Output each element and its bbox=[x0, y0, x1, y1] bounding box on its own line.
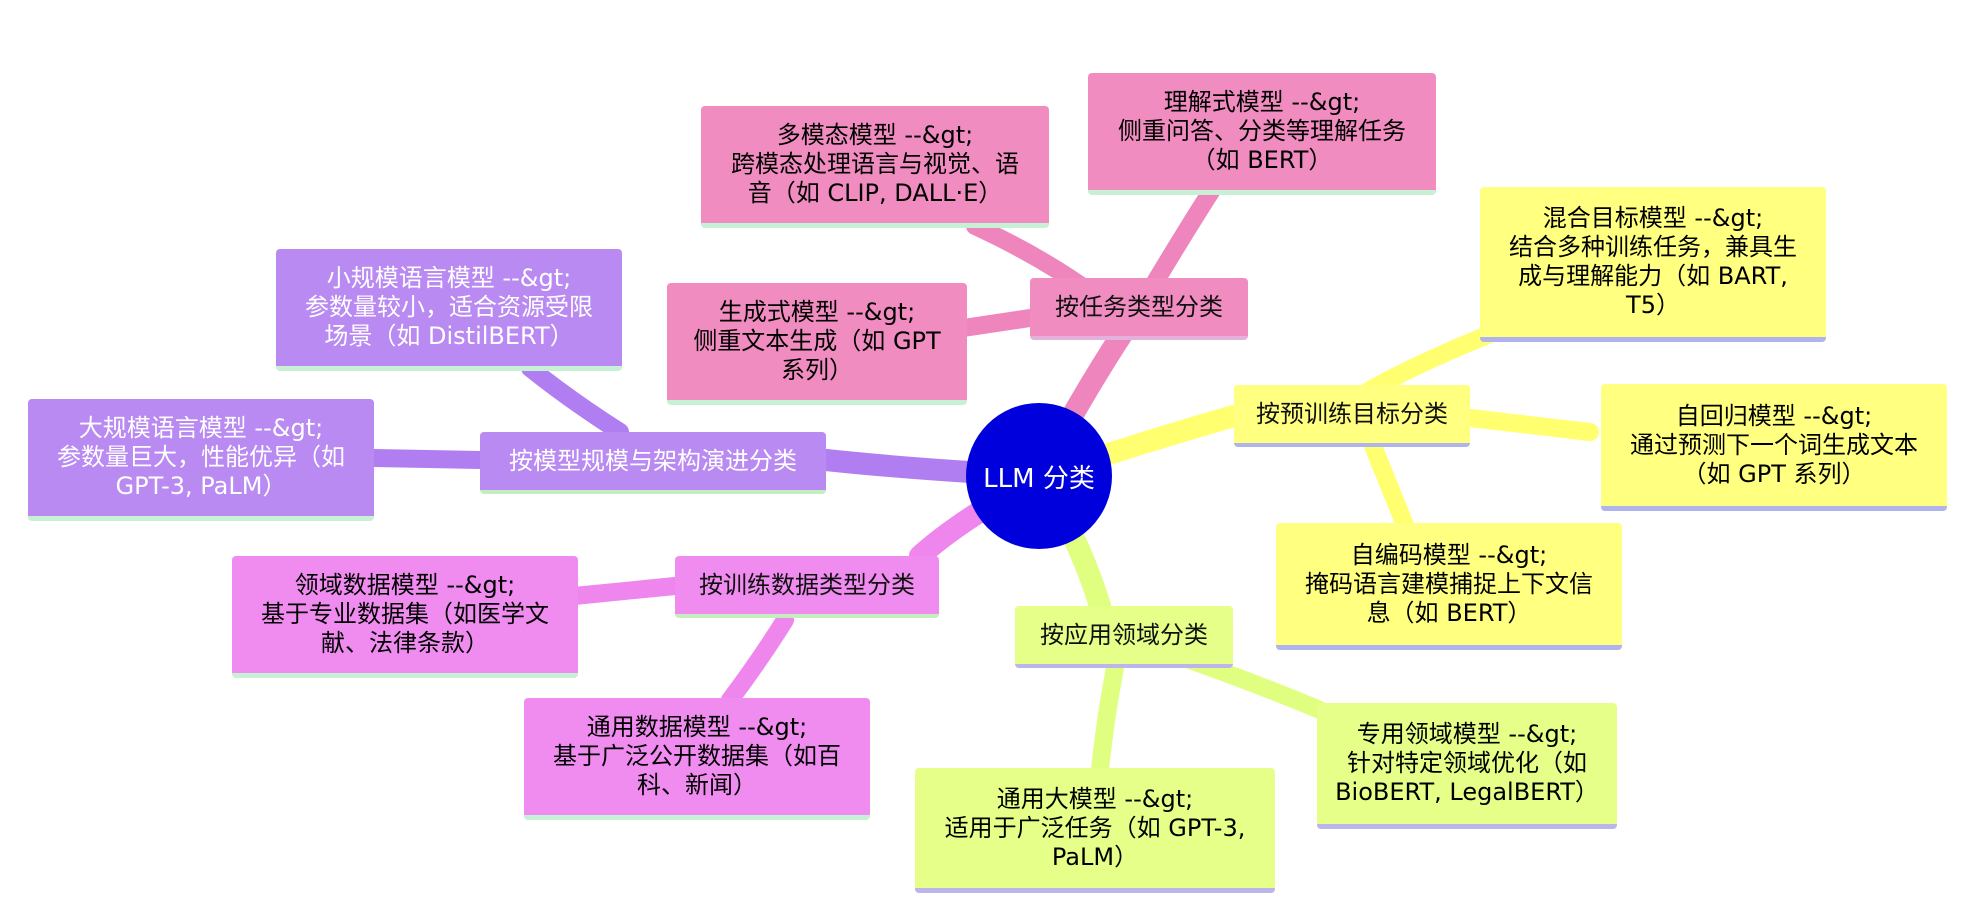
category-data[interactable]: 按训练数据类型分类 bbox=[675, 556, 939, 618]
leaf-domain-data-line-1: 领域数据模型 --&gt; bbox=[294, 571, 516, 599]
category-pretrain-label: 按预训练目标分类 bbox=[1256, 399, 1448, 428]
leaf-general-large[interactable]: 通用大模型 --&gt; 适用于广泛任务（如 GPT-3, PaLM） bbox=[915, 768, 1275, 893]
leaf-multimodal-line-2: 跨模态处理语言与视觉、语 bbox=[731, 150, 1019, 178]
leaf-small-line-2: 参数量较小，适合资源受限 bbox=[305, 293, 593, 321]
leaf-multimodal-line-1: 多模态模型 --&gt; bbox=[776, 121, 974, 149]
leaf-large-line-3: GPT-3, PaLM） bbox=[115, 472, 287, 500]
connector-large bbox=[363, 449, 489, 469]
leaf-autoregressive[interactable]: 自回归模型 --&gt; 通过预测下一个词生成文本 （如 GPT 系列） bbox=[1601, 384, 1947, 511]
category-scale-label: 按模型规模与架构演进分类 bbox=[509, 446, 797, 475]
leaf-small-line-3: 场景（如 DistilBERT） bbox=[324, 322, 574, 350]
leaf-specialized-line-2: 针对特定领域优化（如 bbox=[1347, 749, 1587, 777]
leaf-specialized-line-1: 专用领域模型 --&gt; bbox=[1356, 720, 1578, 748]
leaf-multimodal-line-3: 音（如 CLIP, DALL·E） bbox=[747, 179, 1003, 207]
leaf-mixed[interactable]: 混合目标模型 --&gt; 结合多种训练任务，兼具生 成与理解能力（如 BART… bbox=[1480, 187, 1826, 342]
leaf-autoencoding-line-1: 自编码模型 --&gt; bbox=[1350, 540, 1548, 569]
leaf-autoregressive-line-2: 通过预测下一个词生成文本 bbox=[1630, 430, 1918, 459]
connector-general-large bbox=[1091, 659, 1124, 779]
leaf-autoregressive-line-3: （如 GPT 系列） bbox=[1682, 459, 1866, 488]
leaf-autoencoding-line-2: 掩码语言建模捕捉上下文信 bbox=[1305, 569, 1593, 598]
leaf-autoencoding[interactable]: 自编码模型 --&gt; 掩码语言建模捕捉上下文信 息（如 BERT） bbox=[1276, 523, 1622, 650]
connector-domain-data bbox=[565, 577, 684, 605]
leaf-general-data-line-2: 基于广泛公开数据集（如百 bbox=[553, 742, 841, 770]
center-label: LLM 分类 bbox=[983, 463, 1095, 494]
leaf-autoregressive-line-1: 自回归模型 --&gt; bbox=[1675, 401, 1873, 430]
category-scale[interactable]: 按模型规模与架构演进分类 bbox=[480, 432, 826, 494]
category-data-label: 按训练数据类型分类 bbox=[699, 570, 915, 599]
leaf-domain-data-line-2: 基于专业数据集（如医学文 bbox=[261, 600, 549, 628]
leaf-small-line-1: 小规模语言模型 --&gt; bbox=[326, 264, 572, 292]
leaf-specialized-line-3: BioBERT, LegalBERT） bbox=[1335, 778, 1599, 806]
leaf-general-data-line-1: 通用数据模型 --&gt; bbox=[586, 713, 808, 741]
leaf-large-line-2: 参数量巨大，性能优异（如 bbox=[57, 443, 345, 471]
connector-general-data bbox=[721, 611, 794, 709]
category-task[interactable]: 按任务类型分类 bbox=[1030, 278, 1248, 340]
leaf-autoencoding-line-3: 息（如 BERT） bbox=[1366, 598, 1532, 627]
leaf-general-large-line-3: PaLM） bbox=[1051, 842, 1139, 871]
leaf-understanding-line-2: 侧重问答、分类等理解任务 bbox=[1118, 117, 1406, 145]
leaf-understanding-line-3: （如 BERT） bbox=[1191, 146, 1333, 174]
leaf-generative[interactable]: 生成式模型 --&gt; 侧重文本生成（如 GPT 系列） bbox=[667, 283, 967, 405]
category-domain[interactable]: 按应用领域分类 bbox=[1015, 606, 1233, 668]
connector-autoregressive bbox=[1461, 409, 1599, 441]
leaf-generative-line-2: 侧重文本生成（如 GPT bbox=[693, 327, 941, 355]
connector-small bbox=[521, 359, 629, 441]
leaf-generative-line-3: 系列） bbox=[780, 356, 853, 384]
leaf-mixed-line-4: T5） bbox=[1626, 291, 1680, 319]
leaf-large-line-1: 大规模语言模型 --&gt; bbox=[78, 414, 324, 442]
leaf-general-data-line-3: 科、新闻） bbox=[637, 771, 757, 799]
leaf-domain-data-line-3: 献、法律条款） bbox=[321, 629, 489, 657]
leaf-general-large-line-2: 适用于广泛任务（如 GPT-3, bbox=[944, 813, 1246, 842]
leaf-understanding-line-1: 理解式模型 --&gt; bbox=[1163, 88, 1361, 116]
category-domain-label: 按应用领域分类 bbox=[1040, 620, 1208, 649]
leaf-domain-data[interactable]: 领域数据模型 --&gt; 基于专业数据集（如医学文 献、法律条款） bbox=[232, 556, 578, 678]
leaf-mixed-line-3: 成与理解能力（如 BART, bbox=[1518, 262, 1788, 290]
leaf-large[interactable]: 大规模语言模型 --&gt; 参数量巨大，性能优异（如 GPT-3, PaLM） bbox=[28, 399, 374, 521]
connector-autoencoding bbox=[1364, 437, 1414, 534]
leaf-specialized[interactable]: 专用领域模型 --&gt; 针对特定领域优化（如 BioBERT, LegalB… bbox=[1317, 703, 1617, 829]
leaf-generative-line-1: 生成式模型 --&gt; bbox=[718, 298, 916, 326]
category-task-label: 按任务类型分类 bbox=[1055, 292, 1223, 321]
leaf-mixed-line-1: 混合目标模型 --&gt; bbox=[1542, 204, 1764, 232]
leaf-general-data[interactable]: 通用数据模型 --&gt; 基于广泛公开数据集（如百 科、新闻） bbox=[524, 698, 870, 820]
leaf-understanding[interactable]: 理解式模型 --&gt; 侧重问答、分类等理解任务 （如 BERT） bbox=[1088, 73, 1436, 195]
leaf-mixed-line-2: 结合多种训练任务，兼具生 bbox=[1509, 233, 1797, 261]
center-node[interactable]: LLM 分类 bbox=[966, 403, 1112, 549]
leaf-small[interactable]: 小规模语言模型 --&gt; 参数量较小，适合资源受限 场景（如 DistilB… bbox=[276, 249, 622, 371]
leaf-general-large-line-1: 通用大模型 --&gt; bbox=[996, 784, 1194, 813]
category-pretrain[interactable]: 按预训练目标分类 bbox=[1234, 385, 1470, 447]
leaf-multimodal[interactable]: 多模态模型 --&gt; 跨模态处理语言与视觉、语 音（如 CLIP, DALL… bbox=[701, 106, 1049, 228]
